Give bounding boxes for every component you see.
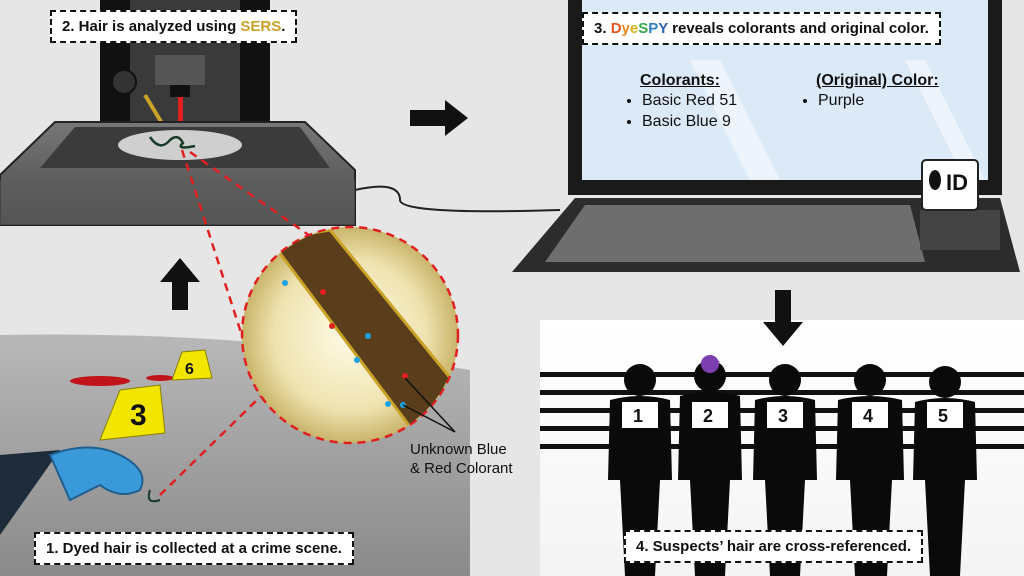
arrow-down-icon	[763, 290, 803, 346]
suspect-number: 1	[633, 406, 643, 426]
suspect-number: 3	[778, 406, 788, 426]
pipette	[143, 93, 165, 127]
brand-letter: P	[648, 20, 659, 37]
card-reader	[920, 210, 1000, 250]
step-4-caption: 4. Suspects’ hair are cross-referenced.	[624, 530, 924, 563]
hair-colorant-label: Unknown Blue & Red Colorant	[410, 440, 513, 478]
cable	[354, 185, 561, 213]
label-line: Unknown Blue	[410, 441, 507, 458]
label-line: & Red Colorant	[410, 460, 513, 477]
brand-letter: e	[629, 20, 639, 37]
arrow-right-icon	[410, 100, 468, 136]
suspect-number: 4	[863, 406, 873, 426]
caption-text: 2. Hair is analyzed using	[62, 18, 241, 35]
caption-text: reveals colorants and original color.	[667, 20, 929, 37]
suspect-5	[913, 366, 977, 576]
id-card-label: ID	[946, 170, 968, 195]
label-leader-line	[402, 404, 456, 433]
suspect-number: 2	[703, 406, 713, 426]
hair-sample	[148, 135, 196, 149]
laser-beam	[178, 97, 183, 132]
colorant-item: Basic Red 51	[642, 92, 737, 110]
color-list: Purple	[796, 92, 939, 110]
step-2-caption: 2. Hair is analyzed using SERS.	[50, 10, 298, 43]
color-panel: (Original) Color: Purple	[796, 72, 939, 113]
caption-text: .	[281, 18, 286, 35]
blood-spatter	[146, 375, 174, 381]
step-1-caption: 1. Dyed hair is collected at a crime sce…	[34, 532, 354, 565]
evidence-marker-3: 3	[130, 399, 147, 432]
gloved-hand	[0, 446, 161, 535]
color-item: Purple	[818, 92, 939, 110]
brand-letter: S	[638, 20, 649, 37]
purple-hair	[701, 355, 719, 373]
evidence-marker-6: 6	[185, 361, 194, 378]
colorants-panel: Colorants: Basic Red 51 Basic Blue 9	[620, 72, 737, 134]
colorants-list: Basic Red 51 Basic Blue 9	[620, 92, 737, 131]
label-leader-line	[404, 377, 456, 433]
sers-highlight: SERS	[240, 18, 282, 35]
colorant-dots	[282, 280, 408, 408]
colorant-item: Basic Blue 9	[642, 113, 737, 131]
caption-text: 4. Suspects’ hair are cross-referenced.	[636, 538, 912, 555]
magnify-lines	[159, 149, 331, 496]
brand-letter: D	[610, 20, 622, 37]
suspect-number-cards: 1 2 3 4 5	[622, 402, 963, 428]
suspect-number: 5	[938, 406, 948, 426]
collected-hair	[147, 489, 161, 503]
sers-instrument	[0, 0, 356, 226]
step-3-caption: 3. DyeSPY reveals colorants and original…	[582, 12, 941, 45]
caption-text: 3.	[594, 20, 611, 37]
arrow-up-icon	[160, 258, 200, 310]
pipette-bulb	[111, 69, 137, 95]
blood-spatter	[70, 376, 130, 386]
crime-scene-evidence: 3 6	[70, 349, 213, 441]
color-heading: (Original) Color:	[816, 72, 939, 89]
brand-letter: Y	[658, 20, 668, 37]
dyespy-brand: DyeSPY	[611, 20, 668, 37]
brand-letter: y	[621, 20, 630, 37]
caption-text: 1. Dyed hair is collected at a crime sce…	[46, 540, 342, 557]
colorants-heading: Colorants:	[640, 72, 720, 89]
